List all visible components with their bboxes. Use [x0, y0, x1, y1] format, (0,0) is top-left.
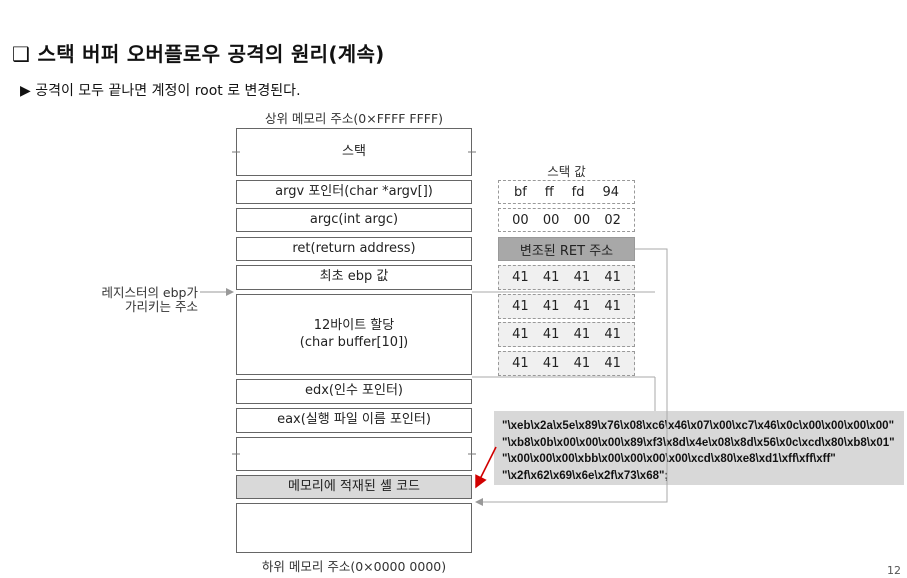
shellcode-line: "\xb8\x0b\x00\x00\x00\x89\xf3\x8d\x4e\x0…: [502, 436, 895, 449]
byte-value: 41: [573, 327, 591, 342]
byte-value: 41: [542, 356, 560, 371]
bottom-memory-label: 하위 메모리 주소(0×0000 0000): [261, 559, 447, 574]
shellcode-line: "\x2f\x62\x69\x6e\x2f\x73\x68";: [502, 469, 669, 482]
slide-subtitle: ▶ 공격이 모두 끝나면 계정이 root 로 변경된다.: [20, 83, 301, 99]
byte-value: 41: [604, 327, 621, 342]
byte-value: 41: [573, 270, 591, 285]
stack-value-buffer-2: 41 41 41 41: [498, 322, 635, 347]
shellcode-line: "\xeb\x2a\x5e\x89\x76\x08\xc6\x46\x07\x0…: [502, 420, 895, 432]
stack-box-empty-upper: [236, 437, 472, 471]
stack-value-ret: 변조된 RET 주소: [498, 237, 635, 261]
slide-title: ❑ 스택 버퍼 오버플로우 공격의 원리(계속): [12, 42, 385, 66]
stack-value-argv: bf ff fd 94: [498, 180, 635, 204]
byte-value: 41: [573, 356, 591, 371]
shellcode-bytes-box: "\xeb\x2a\x5e\x89\x76\x08\xc6\x46\x07\x0…: [494, 411, 904, 485]
stack-box-argc: argc(int argc): [236, 208, 472, 232]
stack-box-empty-lower: [236, 503, 472, 553]
byte-value: 41: [542, 327, 560, 342]
stack-value-argc: 00 00 00 02: [498, 208, 635, 232]
shellcode-line: "\x00\x00\x00\xbb\x00\x00\x00\x00\xcd\x8…: [502, 453, 836, 465]
page-number: 12: [887, 564, 901, 577]
stack-value-buffer-3: 41 41 41 41: [498, 351, 635, 376]
ret-redirect-line: [475, 248, 668, 506]
byte-value: 41: [604, 299, 621, 314]
stack-value-buffer-1: 41 41 41 41: [498, 294, 635, 319]
modified-ret-label: 변조된 RET 주소: [519, 243, 614, 259]
ebp-address-label: 레지스터의 ebp가 가리키는 주소: [101, 285, 198, 314]
byte-value: 41: [512, 299, 529, 314]
byte-value: 94: [602, 184, 619, 200]
byte-value: 41: [573, 299, 591, 314]
byte-value: 41: [604, 270, 621, 285]
byte-value: 00: [512, 212, 529, 228]
byte-value: 41: [604, 356, 621, 371]
byte-value: 02: [604, 212, 621, 228]
stack-box-shellcode: 메모리에 적재된 셸 코드: [236, 475, 472, 499]
byte-value: 41: [542, 299, 560, 314]
byte-value: 41: [512, 327, 529, 342]
byte-value: 00: [573, 212, 591, 228]
stack-box-buffer: 12바이트 할당 (char buffer[10]): [236, 294, 472, 375]
stack-box-stack: 스택: [236, 128, 472, 176]
shellcode-arrow: [475, 446, 497, 489]
stack-box-ebp: 최초 ebp 값: [236, 265, 472, 290]
byte-value: 41: [542, 270, 560, 285]
top-memory-label: 상위 메모리 주소(0×FFFF FFFF): [264, 111, 444, 126]
stack-box-edx: edx(인수 포인터): [236, 379, 472, 404]
byte-value: 41: [512, 356, 529, 371]
byte-value: 00: [542, 212, 560, 228]
stack-box-eax: eax(실행 파일 이름 포인터): [236, 408, 472, 433]
byte-value: bf: [513, 184, 527, 200]
byte-value: fd: [571, 184, 585, 200]
stack-box-argv: argv 포인터(char *argv[]): [236, 180, 472, 204]
stack-value-ebp: 41 41 41 41: [498, 265, 635, 290]
stack-value-header: 스택 값: [547, 164, 586, 179]
byte-value: 41: [512, 270, 529, 285]
byte-value: ff: [544, 184, 554, 200]
stack-box-ret: ret(return address): [236, 237, 472, 261]
